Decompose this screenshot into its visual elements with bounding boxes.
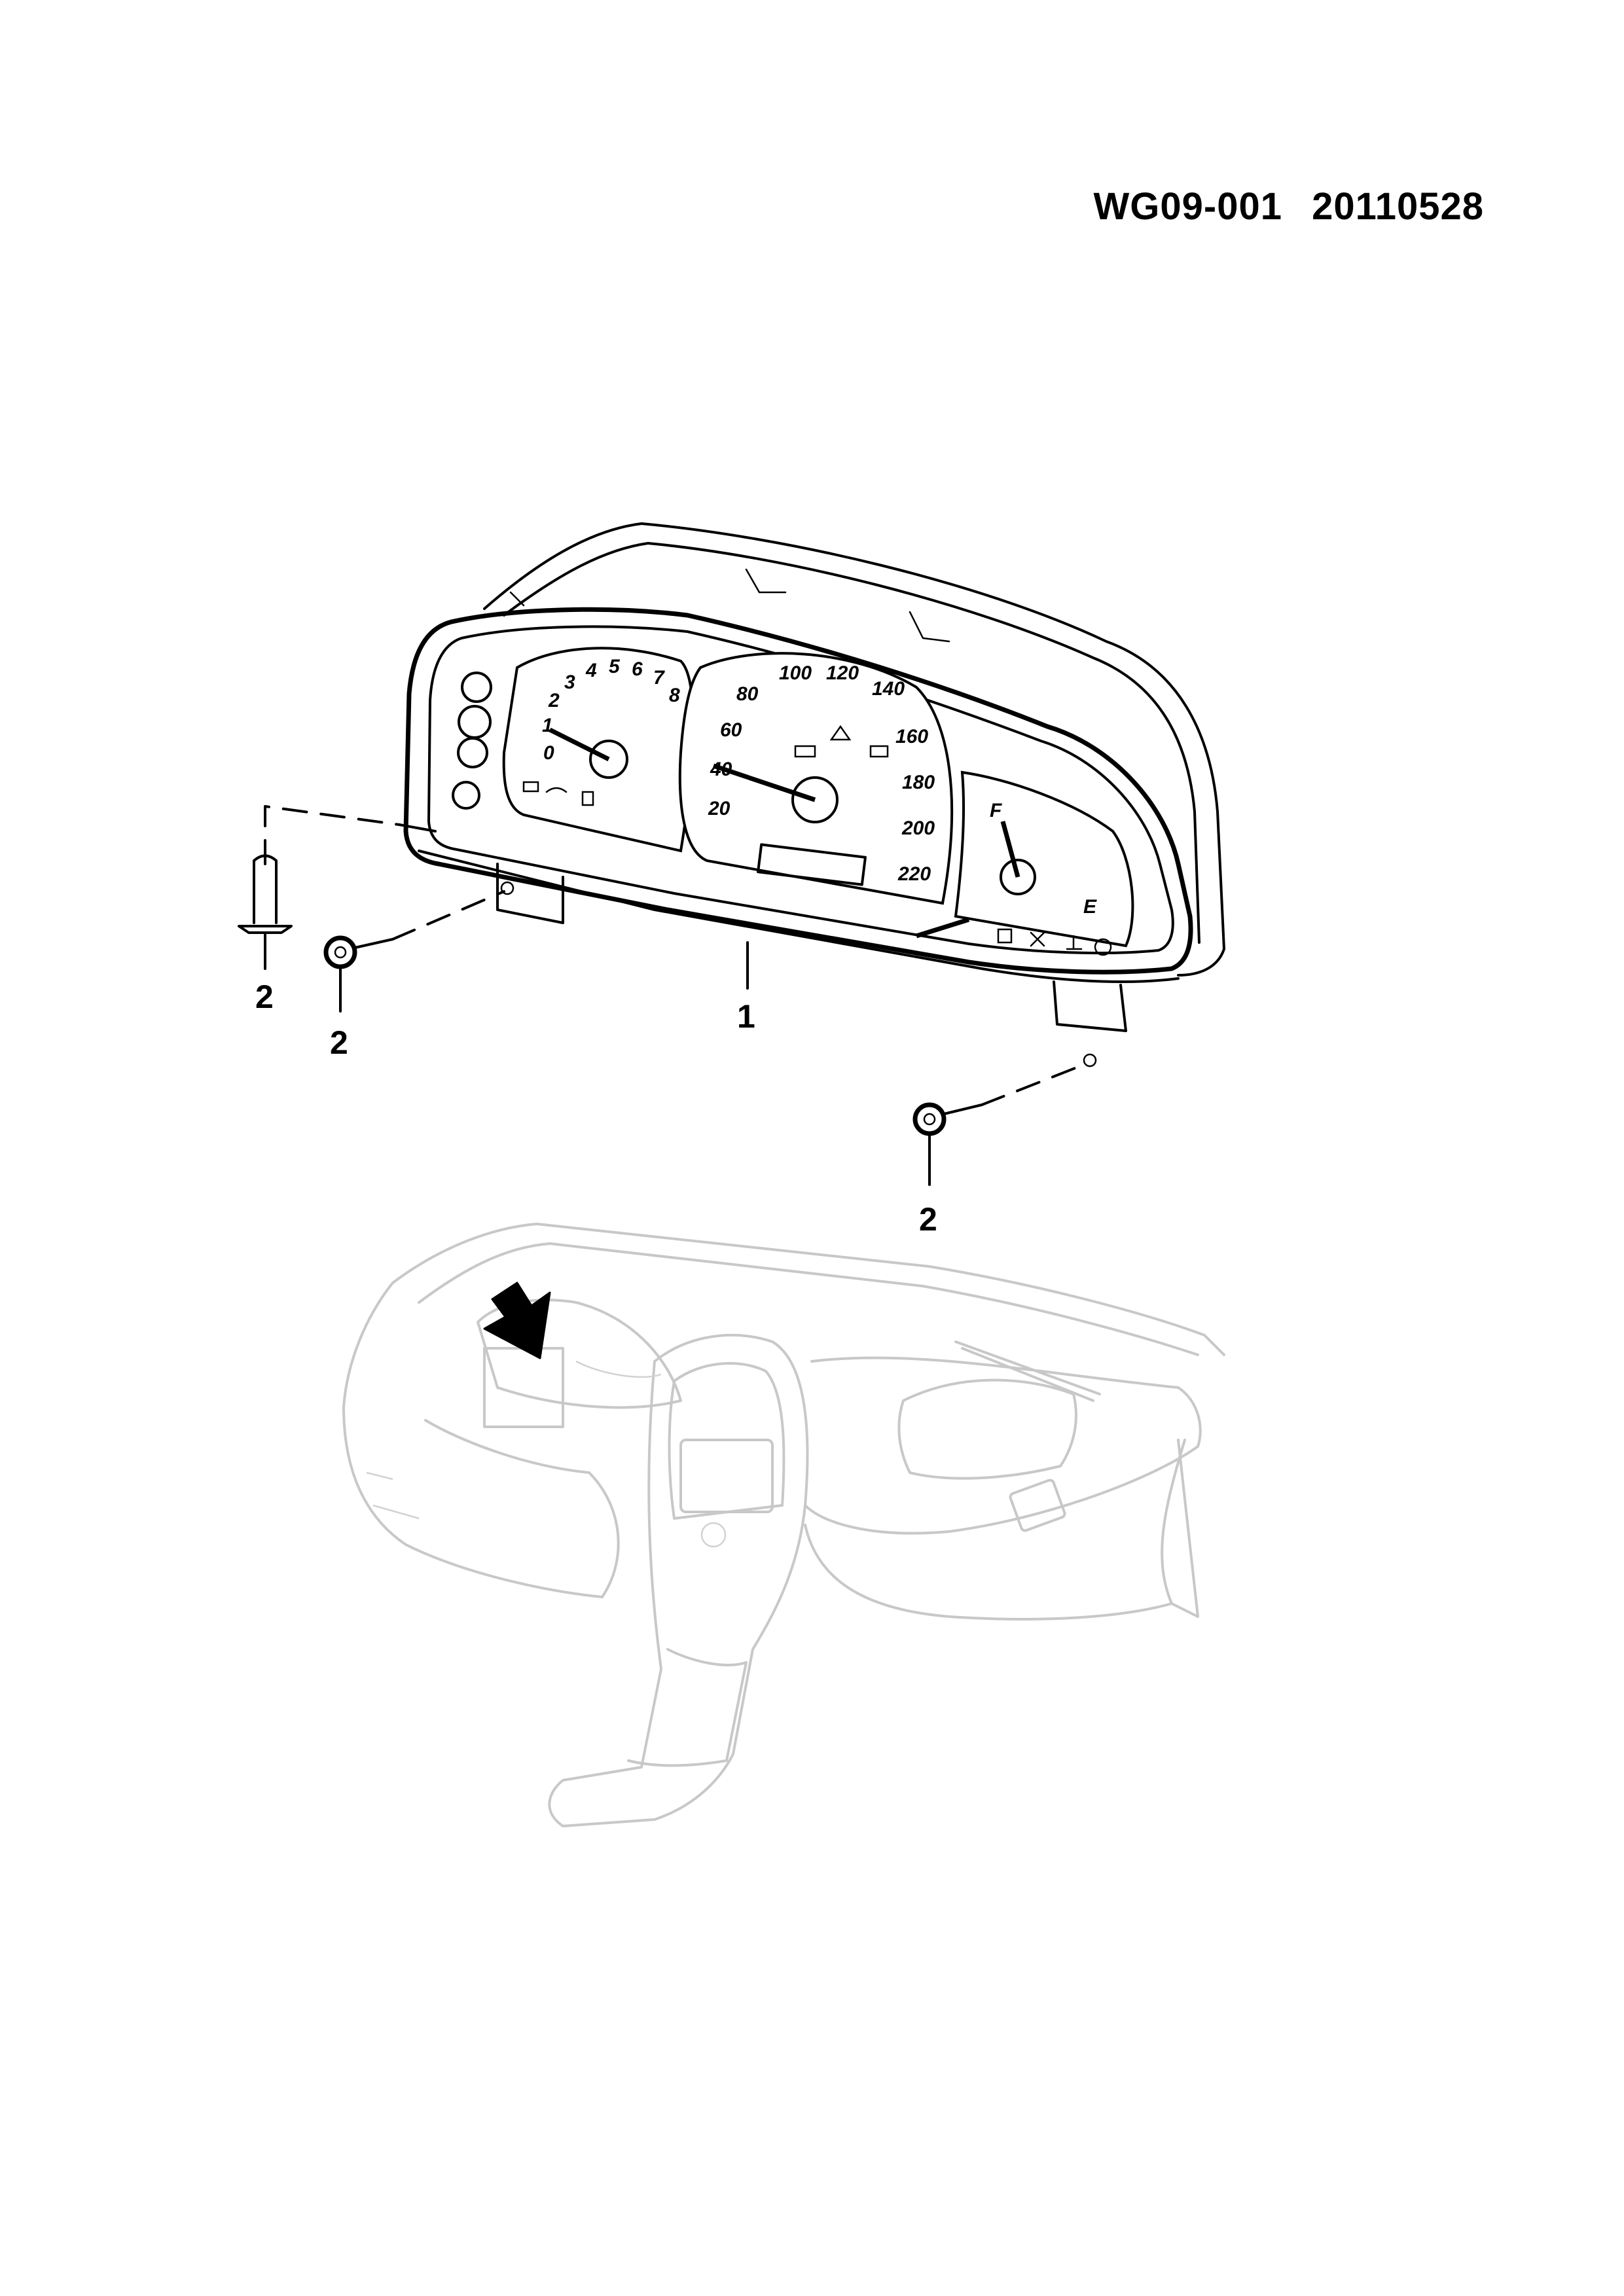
fuel-gauge-warning-icons [997, 928, 1112, 956]
left-pod-bottom [457, 737, 488, 768]
fastener-upper-left [238, 805, 437, 970]
speed-tick-200: 200 [901, 817, 935, 839]
left-pod-top [461, 672, 492, 703]
trip-reset-stem [915, 917, 970, 939]
cluster-lower-edge [418, 850, 1180, 983]
passenger-side-vent [1009, 1479, 1066, 1532]
speed-tick-80: 80 [736, 683, 759, 705]
center-stack-outline [548, 1334, 809, 1827]
dashboard-top-edge-inner [418, 1242, 1199, 1356]
speed-tick-160: 160 [895, 726, 928, 747]
dashboard-top-edge [391, 1223, 1225, 1356]
screw-shank-left [353, 938, 394, 949]
callout-2b: 2 [330, 1024, 348, 1061]
passenger-dash-panel [804, 1356, 1202, 1535]
speed-tick-180: 180 [902, 772, 935, 793]
mounting-tab-left [496, 863, 564, 924]
callout-2c: 2 [919, 1201, 937, 1238]
screw-head-right [912, 1102, 947, 1136]
screw-head-right-recess [923, 1113, 936, 1126]
location-arrow-icon [483, 1282, 551, 1359]
cluster-outer-bezel [403, 607, 1193, 975]
lower-dash-curve [804, 1524, 1173, 1621]
cluster-hood-inner [503, 542, 1200, 944]
diagram-header: WG09-001 20110528 [1094, 185, 1484, 228]
tachometer-warning-icons [522, 781, 594, 806]
dash-defrost-vent [954, 1340, 1101, 1402]
fastener-right [912, 1062, 1088, 1186]
left-pod-middle [458, 705, 492, 739]
cluster-inner-bezel [427, 625, 1174, 955]
speed-tick-140: 140 [872, 678, 905, 700]
push-pin-fastener [238, 854, 293, 934]
glovebox-panel [897, 1378, 1077, 1480]
tach-tick-8: 8 [669, 685, 680, 706]
tach-tick-3: 3 [564, 672, 575, 693]
leader-line-dashed-extension [398, 823, 437, 833]
speed-tick-60: 60 [720, 719, 742, 741]
tach-tick-0: 0 [543, 742, 554, 764]
mounting-tab-right [1053, 980, 1127, 1032]
cluster-hood-outline [477, 1299, 682, 1409]
fuel-gauge-hub [1000, 859, 1036, 895]
date-code: 20110528 [1312, 185, 1484, 228]
speed-tick-220: 220 [897, 863, 931, 885]
callout-1: 1 [737, 998, 755, 1035]
diagram-code: WG09-001 [1093, 185, 1283, 228]
mounting-tab-right-hole [1083, 1053, 1097, 1067]
fuel-mark-empty: E [1083, 896, 1097, 918]
mounting-tab-left-hole [500, 881, 514, 895]
speed-tick-20: 20 [708, 798, 731, 819]
steering-column-area [424, 1419, 620, 1598]
tach-tick-1: 1 [542, 715, 553, 736]
callout-2a: 2 [255, 978, 274, 1015]
fuel-gauge-face [954, 770, 1134, 948]
speedometer-needle [712, 763, 816, 802]
radio-unit [679, 1439, 774, 1513]
tach-tick-4: 4 [585, 660, 597, 681]
screw-head-left [323, 935, 357, 969]
dashboard-left-end [342, 1282, 604, 1598]
dash-detail-lines [366, 1360, 662, 1520]
speed-tick-100: 100 [779, 662, 812, 684]
leader-line-dashed [391, 890, 505, 941]
speed-tick-120: 120 [826, 662, 859, 684]
leader-line-dashed [981, 1062, 1088, 1106]
tach-tick-7: 7 [653, 667, 665, 689]
speedometer-ticks: 20 40 60 80 100 120 140 160 180 200 220 [708, 662, 935, 885]
screw-shank-right [943, 1103, 983, 1115]
tachometer-face [502, 647, 695, 853]
tach-tick-5: 5 [609, 656, 621, 677]
passenger-end-cap [1161, 1439, 1199, 1618]
fuel-mark-full: F [990, 800, 1002, 821]
speedometer-hub [791, 776, 839, 823]
tach-tick-2: 2 [548, 690, 560, 711]
center-stack-inner [668, 1362, 785, 1520]
dashboard-context [342, 1223, 1225, 1827]
odometer-display [757, 843, 867, 886]
tachometer-needle [549, 727, 610, 762]
screw-head-left-recess [334, 946, 347, 959]
left-pod-lower [452, 781, 480, 810]
radio-knob [700, 1522, 727, 1548]
tachometer-ticks: 0 1 2 3 4 5 6 7 8 [542, 656, 680, 764]
shifter-console [627, 1648, 748, 1767]
fastener-middle-left [323, 890, 505, 1013]
leader-line-dashed [264, 805, 401, 865]
cluster-hood-rib [509, 568, 950, 643]
speedometer-warning-icons [794, 725, 889, 758]
instrument-cluster: 0 1 2 3 4 5 6 7 8 20 40 60 80 100 120 14… [403, 522, 1225, 1067]
tach-tick-6: 6 [632, 658, 643, 680]
fuel-gauge-needle [1000, 821, 1020, 878]
tachometer-hub [589, 740, 628, 779]
cluster-rear-housing [483, 522, 1225, 977]
